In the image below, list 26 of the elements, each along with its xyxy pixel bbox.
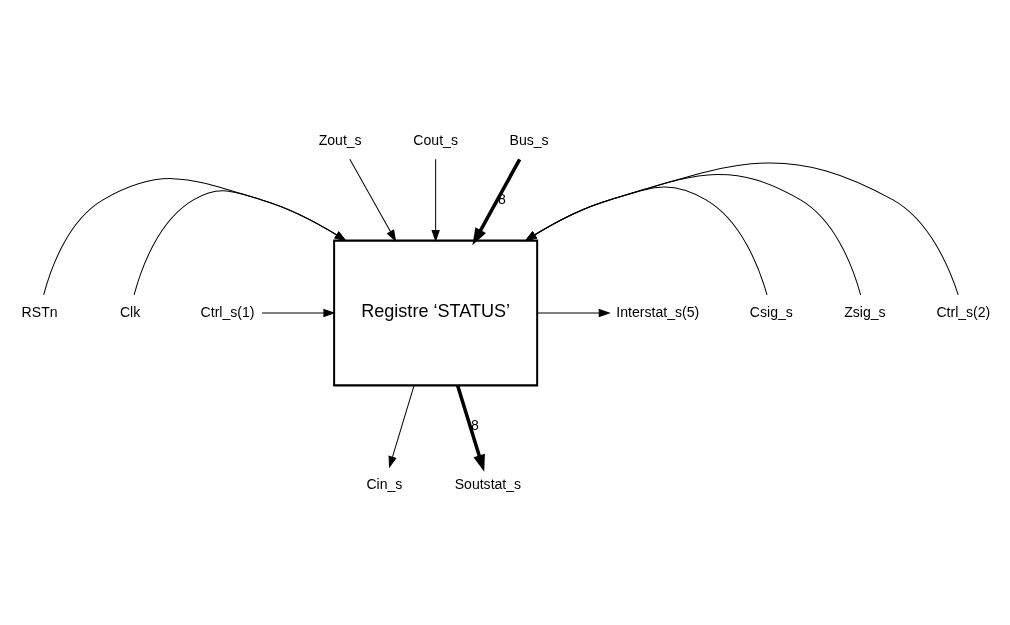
arrow [133, 189, 347, 295]
node-text: Soutstat_s [454, 475, 522, 492]
node-text: Zout_s [318, 131, 362, 148]
node-box: Registre ‘STATUS’ [333, 239, 539, 386]
node-text: Cout_s [413, 131, 458, 148]
arrow [524, 186, 768, 295]
arrow [261, 308, 336, 317]
node-text: Cin_s [366, 475, 403, 492]
node-text: Ctrl_s(1) [200, 303, 255, 320]
arrow [388, 384, 415, 468]
arrow [524, 162, 959, 295]
node-text: RSTn [21, 303, 58, 320]
node-text: Bus_s [509, 131, 549, 148]
arrow [349, 158, 397, 242]
node-text: Clk [119, 303, 141, 320]
arrow [472, 158, 522, 245]
edge-label: 8 [470, 416, 479, 433]
arrow [43, 177, 347, 295]
node-text: Zsig_s [844, 303, 886, 320]
node-text: Interstat_s(5) [616, 303, 700, 320]
arrow [536, 308, 611, 317]
arrow [431, 158, 440, 242]
node-text: Ctrl_s(2) [936, 303, 991, 320]
arrow [455, 384, 485, 472]
arrow [524, 173, 862, 295]
node-text: Csig_s [749, 303, 793, 320]
